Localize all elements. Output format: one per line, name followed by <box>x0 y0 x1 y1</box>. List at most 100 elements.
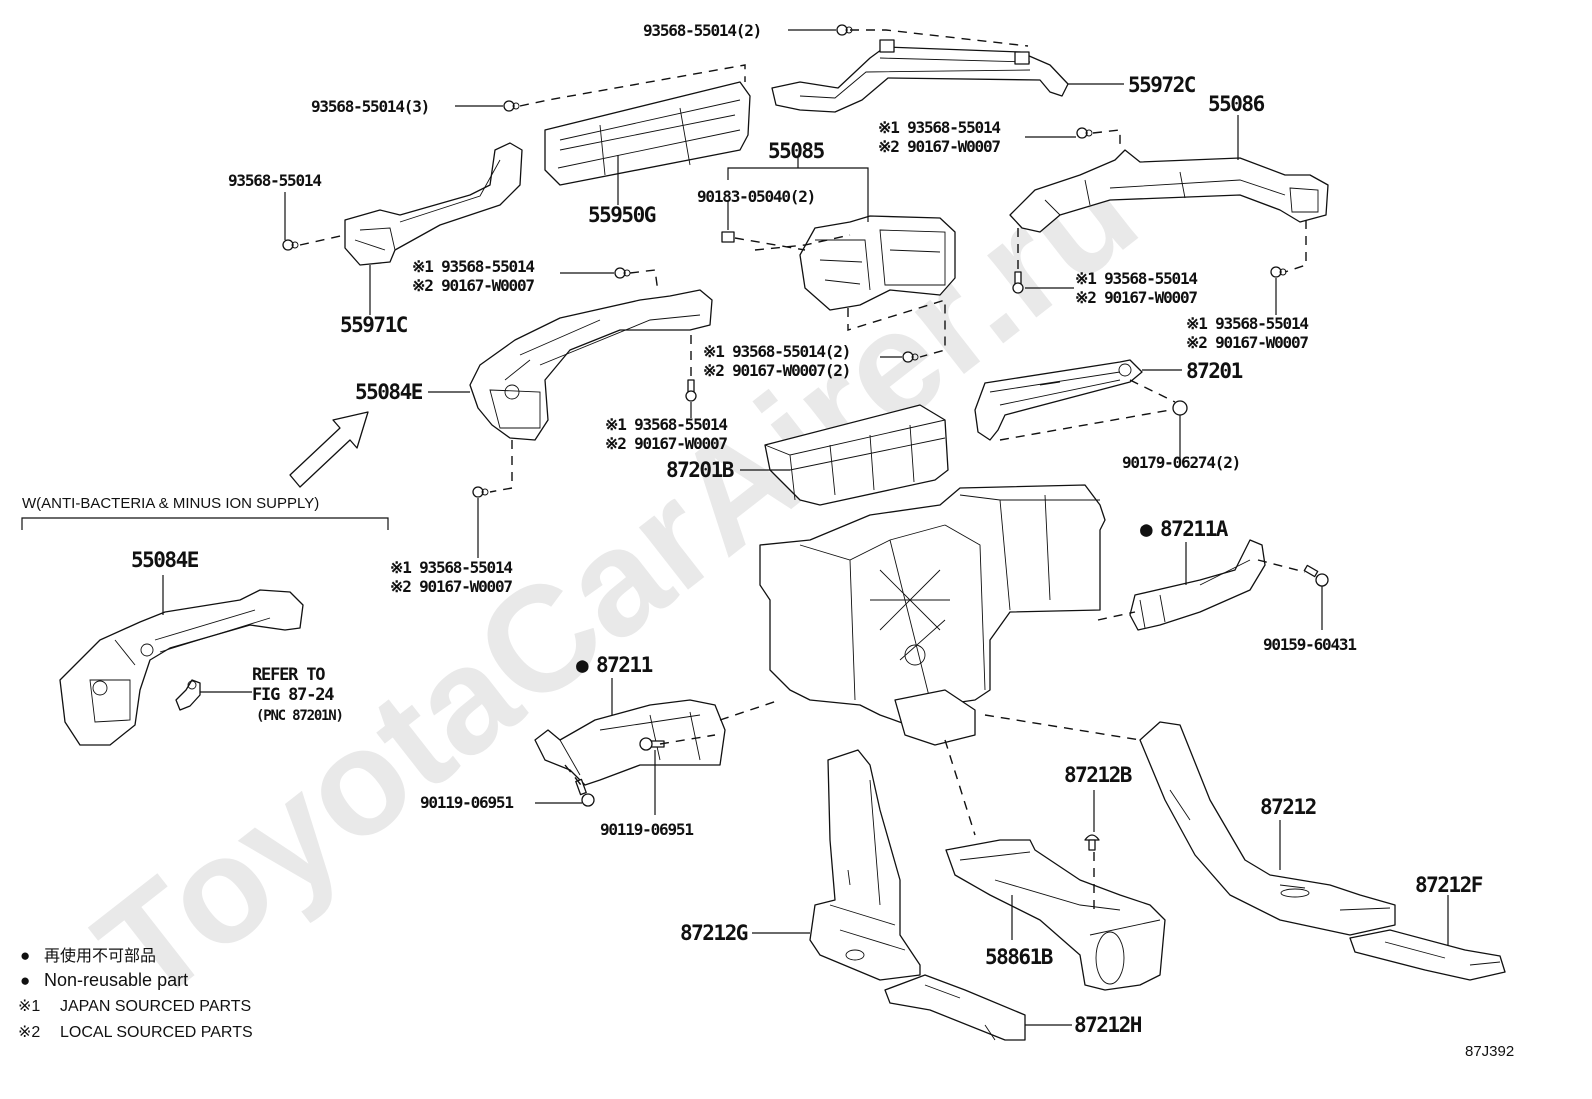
label-part-87212H: 87212H <box>1074 1013 1142 1037</box>
leader-lines <box>162 29 1449 1026</box>
part-87201N-connector[interactable] <box>175 679 201 711</box>
part-55971C-duct[interactable] <box>344 142 523 266</box>
fastener-local: ※2 90167-W0007 <box>390 577 512 596</box>
bolt-icon <box>282 239 299 251</box>
part-55950G-duct[interactable] <box>544 81 751 186</box>
bolt-icon <box>836 24 853 36</box>
fastener-local: ※2 90167-W0007 <box>1186 333 1308 352</box>
label-fastener: 90119-06951 <box>600 820 693 839</box>
label-part-55971C: 55971C <box>340 313 408 337</box>
label-dual-fastener: ※1 93568-55014 ※2 90167-W0007 <box>412 257 536 295</box>
legend-text: JAPAN SOURCED PARTS <box>60 998 251 1015</box>
label-part-87201B: 87201B <box>666 458 734 482</box>
dashed-assembly-lines <box>299 29 1307 910</box>
label-dual-fastener: ※1 93568-55014(2) ※2 90167-W0007(2) <box>703 342 851 380</box>
part-heater-unit <box>759 484 1106 746</box>
label-fastener: 90183-05040(2) <box>697 187 815 206</box>
legend-text: 再使用不可部品 <box>44 947 156 965</box>
bolt-icon <box>503 100 520 112</box>
part-number: 87211A <box>1160 517 1229 541</box>
part-87211A-duct[interactable] <box>1129 539 1266 631</box>
label-dual-fastener: ※1 93568-55014 ※2 90167-W0007 <box>1186 314 1310 352</box>
legend-text: Non-reusable part <box>44 970 188 990</box>
screw-icon <box>575 778 595 807</box>
label-part-87212: 87212 <box>1260 795 1316 819</box>
screw-icon <box>685 379 697 402</box>
fastener-japan: ※1 93568-55014 <box>1186 314 1308 333</box>
part-number: 87211 <box>596 653 653 677</box>
label-fastener: 93568-55014(3) <box>311 97 429 116</box>
fastener-local: ※2 90167-W0007 <box>878 137 1000 156</box>
part-87212G-duct[interactable] <box>809 749 921 981</box>
bolt-icon <box>1076 127 1093 139</box>
diagram-code: 87J392 <box>1465 1043 1514 1060</box>
fastener-japan: ※1 93568-55014(2) <box>703 342 850 361</box>
non-reusable-marker: ● <box>1140 517 1153 541</box>
label-part-87212G: 87212G <box>680 921 748 945</box>
fastener-local: ※2 90167-W0007(2) <box>703 361 850 380</box>
label-fastener: 90179-06274(2) <box>1122 453 1240 472</box>
fastener-japan: ※1 93568-55014 <box>605 415 727 434</box>
fastener-local: ※2 90167-W0007 <box>1075 288 1197 307</box>
bolt-icon <box>902 351 919 363</box>
legend-marker: ※2 <box>18 1024 40 1041</box>
part-87211-duct[interactable] <box>534 699 726 786</box>
refer-note-line: FIG 87-24 <box>252 685 334 705</box>
label-part-55085: 55085 <box>768 139 825 163</box>
clip-icon <box>1084 834 1100 851</box>
direction-arrow <box>289 411 369 488</box>
label-part-58861B: 58861B <box>985 945 1053 969</box>
label-part-55972C: 55972C <box>1128 73 1196 97</box>
bolt-icon <box>1270 266 1287 278</box>
screw-icon <box>1012 271 1024 294</box>
variant-header: W(ANTI-BACTERIA & MINUS ION SUPPLY) <box>22 495 319 512</box>
label-fastener: 90119-06951 <box>420 793 513 812</box>
part-55084E-variant-duct[interactable] <box>59 589 304 746</box>
refer-note-line: (PNC 87201N) <box>256 708 343 724</box>
bolt-icon <box>472 486 489 498</box>
label-fastener: 90159-60431 <box>1263 635 1356 654</box>
label-fastener: 93568-55014 <box>228 171 321 190</box>
grommet-icon <box>1172 400 1188 416</box>
part-87212H-duct[interactable] <box>884 974 1026 1041</box>
part-55086-duct[interactable] <box>1009 149 1329 233</box>
label-part-87211: ● 87211 <box>576 653 654 677</box>
screw-icon <box>1303 564 1329 587</box>
label-part-87201: 87201 <box>1186 359 1243 383</box>
fastener-japan: ※1 93568-55014 <box>390 558 512 577</box>
part-87212F-duct[interactable] <box>1349 929 1506 981</box>
fastener-japan: ※1 93568-55014 <box>878 118 1000 137</box>
non-reusable-marker: ● <box>576 653 589 677</box>
clip-icon <box>721 231 735 243</box>
legend-marker: ● <box>20 971 30 990</box>
part-55085-register[interactable] <box>799 215 956 311</box>
fastener-japan: ※1 93568-55014 <box>1075 269 1197 288</box>
fastener-japan: ※1 93568-55014 <box>412 257 534 276</box>
label-part-55084E-variant: 55084E <box>131 548 199 572</box>
legend-marker: ※1 <box>18 998 40 1015</box>
label-part-87212B: 87212B <box>1064 763 1132 787</box>
label-fastener: 93568-55014(2) <box>643 21 761 40</box>
part-55972C-duct[interactable] <box>771 39 1069 113</box>
label-dual-fastener: ※1 93568-55014 ※2 90167-W0007 <box>878 118 1002 156</box>
fastener-local: ※2 90167-W0007 <box>605 434 727 453</box>
fastener-local: ※2 90167-W0007 <box>412 276 534 295</box>
part-87201-bracket[interactable] <box>974 359 1143 441</box>
part-58861B-duct[interactable] <box>945 839 1166 991</box>
label-dual-fastener: ※1 93568-55014 ※2 90167-W0007 <box>1075 269 1199 307</box>
label-dual-fastener: ※1 93568-55014 ※2 90167-W0007 <box>605 415 729 453</box>
label-part-55950G: 55950G <box>588 203 656 227</box>
legend-marker: ● <box>20 946 30 965</box>
part-55084E-duct[interactable] <box>469 289 713 441</box>
label-dual-fastener: ※1 93568-55014 ※2 90167-W0007 <box>390 558 514 596</box>
label-part-87212F: 87212F <box>1415 873 1483 897</box>
part-87201B-case[interactable] <box>764 404 949 506</box>
part-labels: 93568-55014(2) 93568-55014(3) 93568-5501… <box>18 21 1514 1060</box>
part-87212-duct[interactable] <box>1139 721 1396 936</box>
refer-note-line: REFER TO <box>252 665 325 685</box>
label-part-87211A: ● 87211A <box>1140 517 1230 541</box>
refer-note: REFER TO FIG 87-24 (PNC 87201N) <box>252 665 344 724</box>
variant-bracket <box>21 517 389 530</box>
label-part-55086: 55086 <box>1208 92 1265 116</box>
